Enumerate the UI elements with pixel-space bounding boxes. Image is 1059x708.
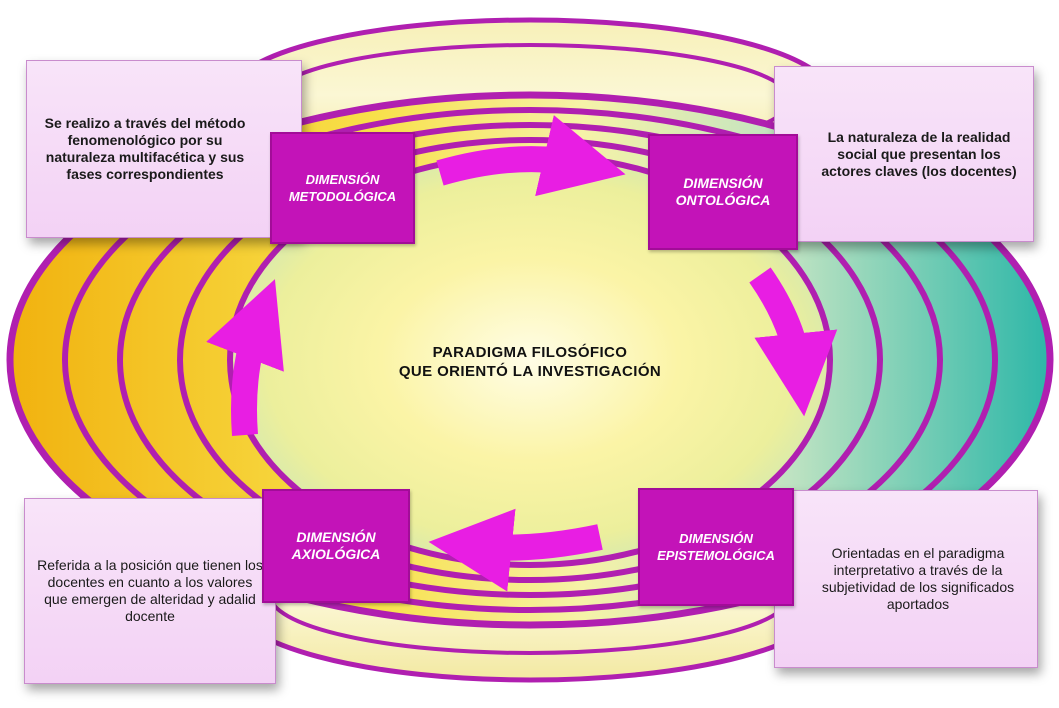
central-title: PARADIGMA FILOSÓFICO QUE ORIENTÓ LA INVE… xyxy=(300,343,760,381)
dimension-epistemologica: DIMENSIÓN EPISTEMOLÓGICA xyxy=(638,488,794,606)
arrow-left xyxy=(206,279,284,436)
description-ontologica: La naturaleza de la realidad social que … xyxy=(774,66,1034,242)
dimension-axiologica-line2: AXIOLÓGICA xyxy=(291,546,381,562)
description-metodologica-text: Se realizo a través del método fenomenol… xyxy=(44,115,246,182)
dimension-metodologica-line2: METODOLÓGICA xyxy=(288,189,397,204)
dimension-epistemologica-line1: DIMENSIÓN xyxy=(679,531,753,546)
description-axiologica: Referida a la posición que tienen los do… xyxy=(24,498,276,684)
dimension-ontologica-line2: ONTOLÓGICA xyxy=(675,192,771,208)
description-epistemologica-text: Orientadas en el paradigma interpretativ… xyxy=(821,545,1015,612)
ring-4 xyxy=(177,137,883,583)
central-title-line2: QUE ORIENTÓ LA INVESTIGACIÓN xyxy=(398,363,662,380)
dimension-ontologica-line1: DIMENSIÓN xyxy=(683,175,763,191)
dimension-epistemologica-line2: EPISTEMOLÓGICA xyxy=(657,548,775,563)
description-axiologica-text: Referida a la posición que tienen los do… xyxy=(37,557,263,624)
dimension-axiologica: DIMENSIÓN AXIOLÓGICA xyxy=(262,489,410,603)
description-epistemologica: Orientadas en el paradigma interpretativ… xyxy=(774,490,1038,668)
dimension-metodologica-line1: DIMENSIÓN xyxy=(305,172,380,187)
arrow-bottom xyxy=(428,508,603,592)
ring-2 xyxy=(62,107,998,613)
dimension-axiologica-line1: DIMENSIÓN xyxy=(296,529,376,545)
dimension-metodologica: DIMENSIÓN METODOLÓGICA xyxy=(270,132,415,244)
arrow-top xyxy=(436,115,626,197)
dimension-ontologica: DIMENSIÓN ONTOLÓGICA xyxy=(648,134,798,250)
ring-3 xyxy=(117,122,943,598)
description-metodologica: Se realizo a través del método fenomenol… xyxy=(26,60,302,238)
central-title-line1: PARADIGMA FILOSÓFICO xyxy=(432,344,628,361)
description-ontologica-text: La naturaleza de la realidad social que … xyxy=(821,128,1017,179)
arrow-right xyxy=(749,267,838,417)
